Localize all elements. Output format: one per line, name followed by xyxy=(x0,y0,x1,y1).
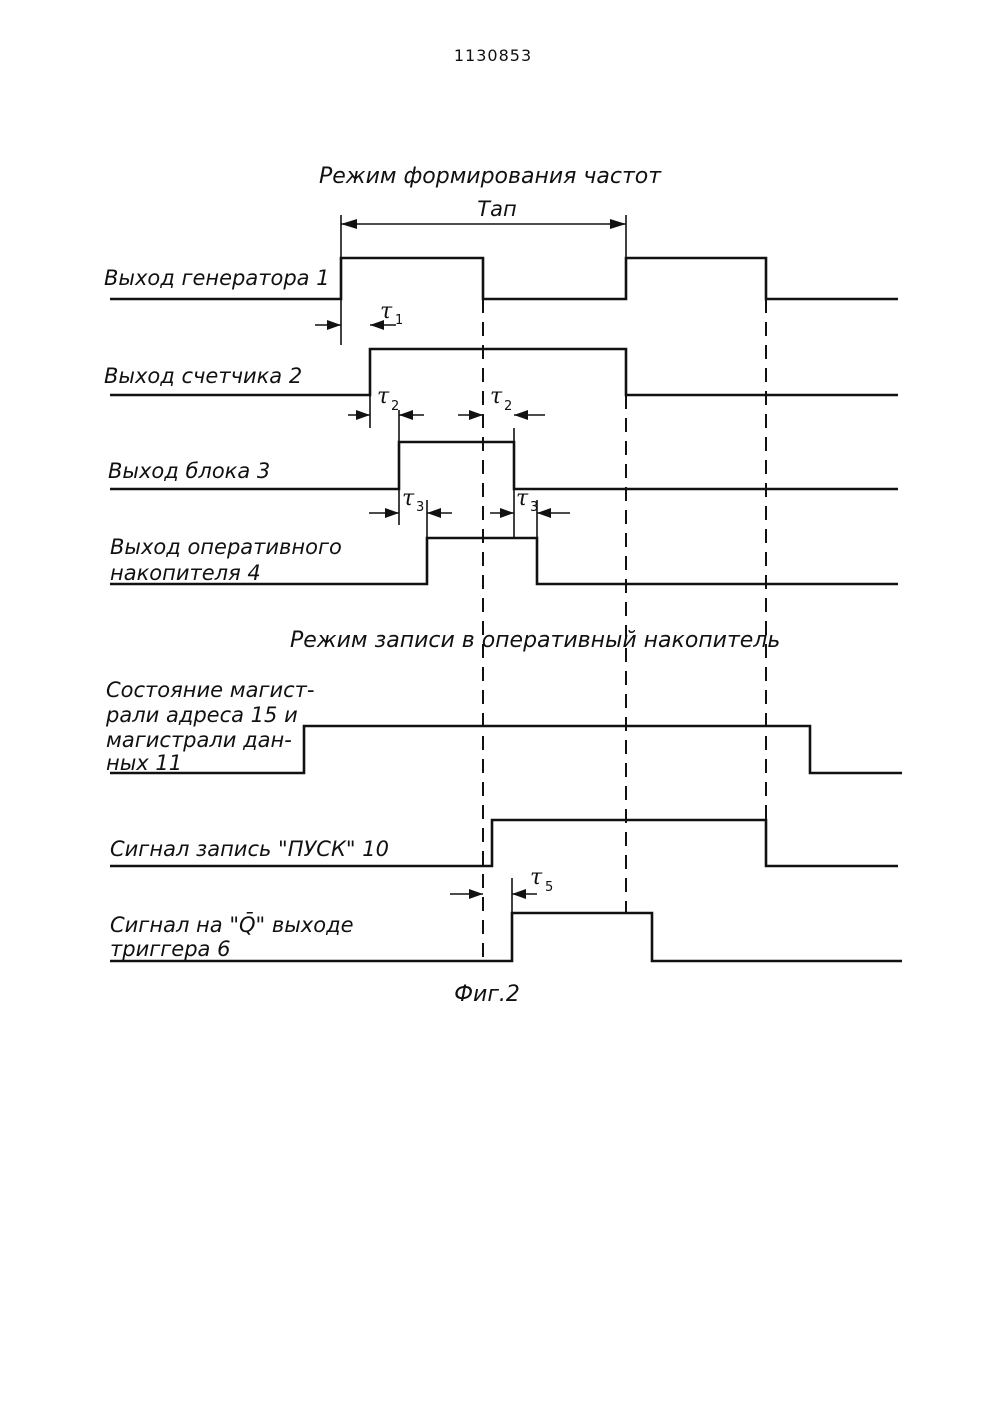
signal-label-ram: Выход оперативного накопителя 4 xyxy=(110,535,342,585)
delay-label: τ xyxy=(530,865,543,890)
delay-tau3b: τ 3 xyxy=(490,486,570,538)
signal-label-generator: Выход генератора 1 xyxy=(104,266,330,290)
delay-tau5: τ 5 xyxy=(450,865,553,913)
delay-tau3a: τ 3 xyxy=(369,486,452,538)
delay-label: τ xyxy=(377,384,390,409)
signal-label-trigger: Сигнал на "Q̄" выходе триггера 6 xyxy=(110,912,354,961)
delay-subscript: 1 xyxy=(395,313,403,328)
signal-label-line: Сигнал на "Q̄" выходе xyxy=(110,912,354,937)
delay-subscript: 5 xyxy=(545,880,553,895)
period-dimension: Tап xyxy=(341,197,626,258)
page-number: 1130853 xyxy=(454,46,532,65)
delay-tau1: τ 1 xyxy=(315,299,403,345)
signal-label-line: Выход оперативного xyxy=(110,535,342,559)
signal-label-line: Выход генератора 1 xyxy=(104,266,330,290)
signal-label-line: магистрали дан- xyxy=(106,728,292,752)
signal-label-line: рали адреса 15 и xyxy=(105,703,298,727)
delay-label: τ xyxy=(380,299,393,324)
delay-tau2a: τ 2 xyxy=(348,384,424,442)
signal-label-block3: Выход блока 3 xyxy=(108,459,270,483)
delay-label: τ xyxy=(516,486,529,511)
delay-subscript: 3 xyxy=(416,500,424,515)
delay-subscript: 2 xyxy=(504,399,512,414)
delay-subscript: 3 xyxy=(530,500,538,515)
period-label: Tап xyxy=(477,197,516,221)
signal-label-line: Состояние магист- xyxy=(106,678,315,702)
delay-subscript: 2 xyxy=(391,399,399,414)
signal-label-start: Сигнал запись "ПУСК" 10 xyxy=(110,837,389,861)
signal-label-line: Сигнал запись "ПУСК" 10 xyxy=(110,837,389,861)
signal-label-line: триггера 6 xyxy=(110,937,230,961)
signal-label-line: ных 11 xyxy=(106,751,182,775)
signal-label-line: накопителя 4 xyxy=(110,561,261,585)
delay-tau2b: τ 2 xyxy=(458,384,545,442)
write-mode-title: Режим записи в оперативный накопитель xyxy=(290,628,780,653)
signal-label-line: Выход счетчика 2 xyxy=(104,364,302,388)
signal-label-line: Выход блока 3 xyxy=(108,459,270,483)
figure-caption: Фиг.2 xyxy=(454,982,520,1007)
signal-label-bus: Состояние магист- рали адреса 15 и магис… xyxy=(105,678,315,775)
delay-label: τ xyxy=(490,384,503,409)
signal-label-counter: Выход счетчика 2 xyxy=(104,364,302,388)
frequency-mode-title: Режим формирования частот xyxy=(319,164,662,189)
delay-label: τ xyxy=(402,486,415,511)
